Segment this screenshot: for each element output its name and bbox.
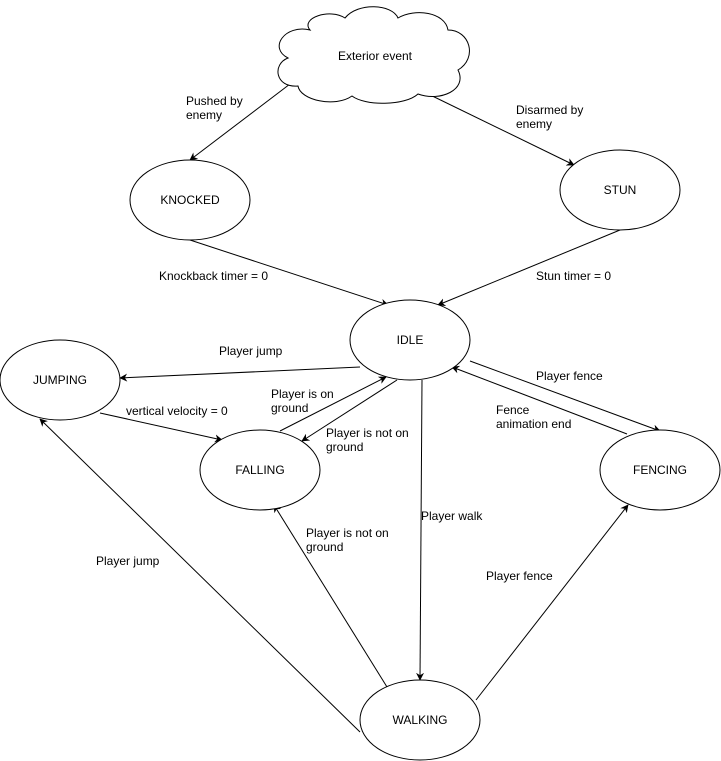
edge-knocked-to-idle: [189, 239, 389, 307]
node-label-knocked: KNOCKED: [160, 193, 220, 207]
node-shape-knocked: [129, 159, 251, 241]
node-label-falling: FALLING: [235, 463, 284, 477]
edge-label-stun-idle: Stun timer = 0: [536, 269, 611, 283]
node-walking: WALKING: [359, 679, 481, 761]
node-shape-falling: [199, 429, 321, 511]
nodes: Exterior event KNOCKED STUN IDLE JUMPING…: [0, 6, 721, 761]
node-exterior-event: Exterior event: [277, 6, 470, 104]
node-jumping: JUMPING: [0, 339, 121, 421]
edge-label-exterior-knocked: Pushed by enemy: [186, 94, 246, 122]
edge-labels: Pushed by enemy Disarmed by enemy Knockb…: [96, 94, 611, 583]
node-shape-walking: [359, 679, 481, 761]
edge-label-idle-walking: Player walk: [421, 509, 483, 523]
edge-walking-to-fencing: [475, 504, 629, 701]
edge-walking-to-falling: [273, 504, 388, 688]
edge-label-idle-fencing: Player fence: [536, 369, 603, 383]
node-shape-idle: [349, 299, 471, 381]
node-idle: IDLE: [349, 299, 471, 381]
node-label-jumping: JUMPING: [33, 373, 87, 387]
node-label-exterior-event: Exterior event: [338, 49, 413, 63]
node-knocked: KNOCKED: [129, 159, 251, 241]
edge-stun-to-idle: [437, 229, 621, 306]
node-fencing: FENCING: [599, 429, 721, 511]
edge-fencing-to-idle: [451, 365, 628, 435]
edge-walking-to-jumping: [39, 418, 361, 733]
edge-label-knocked-idle: Knockback timer = 0: [159, 269, 268, 283]
node-falling: FALLING: [199, 429, 321, 511]
edge-label-fencing-idle: Fence animation end: [496, 403, 571, 431]
edge-exterior-to-knocked: [189, 83, 291, 161]
node-label-idle: IDLE: [397, 333, 424, 347]
edge-label-idle-falling: Player is not on ground: [326, 426, 412, 454]
edge-falling-to-idle: [279, 376, 387, 432]
edge-label-jumping-falling: vertical velocity = 0: [126, 404, 228, 418]
edge-exterior-to-stun: [419, 89, 575, 166]
node-shape-jumping: [0, 339, 121, 421]
node-label-walking: WALKING: [393, 713, 448, 727]
edge-label-falling-idle: Player is on ground: [271, 387, 337, 415]
edge-idle-to-falling: [301, 379, 398, 442]
node-shape-fencing: [599, 429, 721, 511]
node-stun: STUN: [559, 149, 681, 231]
edge-idle-to-jumping: [119, 366, 361, 382]
edge-idle-to-fencing: [469, 360, 661, 433]
edge-label-walking-fencing: Player fence: [486, 569, 553, 583]
edge-label-walking-jumping: Player jump: [96, 554, 160, 568]
node-label-fencing: FENCING: [633, 463, 687, 477]
edge-label-walking-falling: Player is not on ground: [306, 526, 392, 554]
edge-label-idle-jumping: Player jump: [219, 344, 283, 358]
node-shape-stun: [559, 149, 681, 231]
edge-idle-to-walking: [416, 379, 425, 681]
cloud-shape: [277, 6, 470, 104]
node-label-stun: STUN: [604, 183, 637, 197]
edge-label-exterior-stun: Disarmed by enemy: [516, 103, 587, 131]
edges: [39, 83, 661, 733]
edge-jumping-to-falling: [99, 412, 223, 443]
